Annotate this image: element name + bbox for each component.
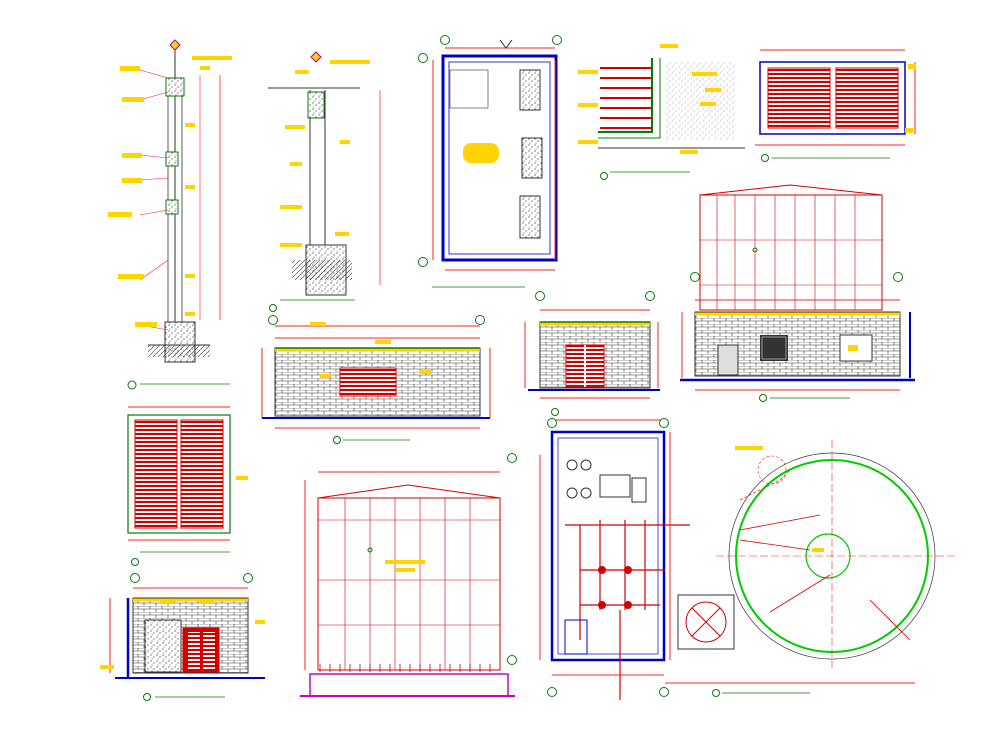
floor-plan-small — [418, 35, 562, 288]
pump-room-plan — [507, 418, 690, 700]
elevation-long — [261, 315, 491, 444]
wall-section-b — [268, 51, 381, 312]
elevation-short — [524, 291, 660, 416]
louver-elevation-top — [755, 49, 916, 162]
louver-door-detail — [127, 406, 248, 566]
elevation-side-door — [100, 573, 265, 701]
tank-elevation-main — [300, 471, 517, 697]
tank-elevation-top — [699, 184, 883, 311]
wall-section-a — [108, 39, 232, 390]
tank-plan-circular — [665, 440, 955, 697]
elevation-tank-base — [680, 272, 915, 402]
stair-detail — [578, 44, 745, 180]
